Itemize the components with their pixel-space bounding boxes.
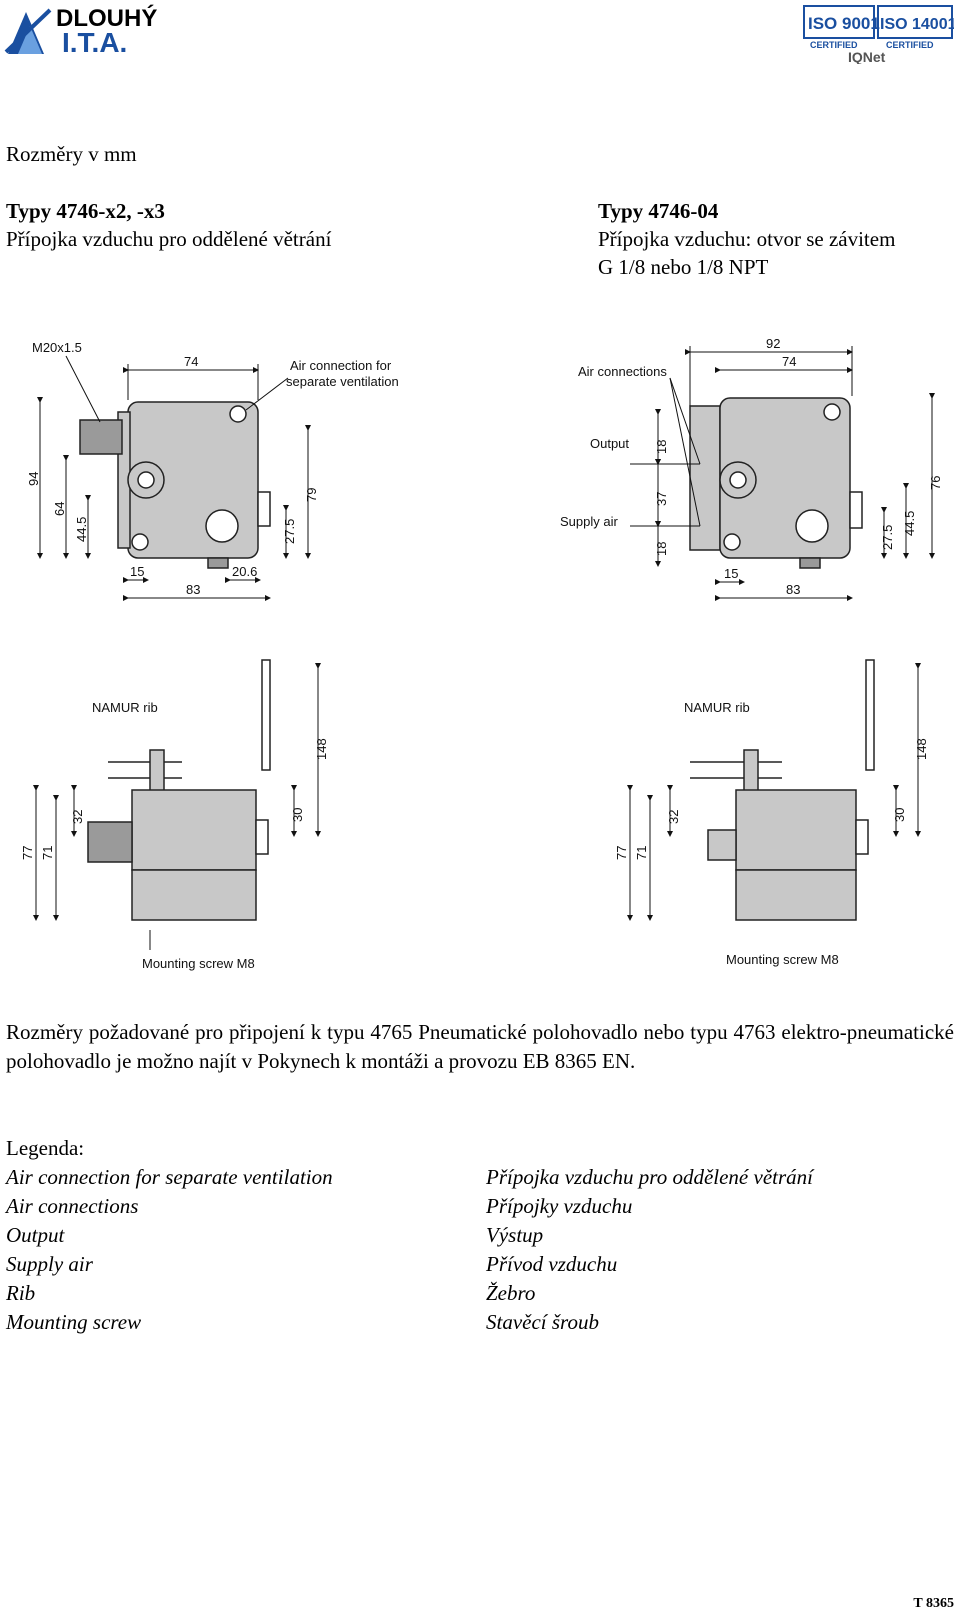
front-view-left-labels: M20x1.5 Air connection for separate vent… — [26, 340, 399, 597]
svg-text:NAMUR rib: NAMUR rib — [684, 700, 750, 715]
svg-text:20.6: 20.6 — [232, 564, 257, 579]
logo-name: DLOUHÝ — [56, 4, 157, 32]
svg-text:IQNet: IQNet — [848, 49, 886, 64]
legend-english: Air connection for separate ventilation … — [6, 1163, 333, 1337]
front-view-right-dimensions — [630, 346, 935, 601]
svg-text:77: 77 — [614, 846, 629, 860]
svg-text:18: 18 — [654, 440, 669, 454]
svg-text:71: 71 — [634, 846, 649, 860]
svg-text:83: 83 — [186, 582, 200, 597]
svg-text:Mounting screw M8: Mounting screw M8 — [726, 952, 839, 967]
svg-text:92: 92 — [766, 336, 780, 351]
svg-text:CERTIFIED: CERTIFIED — [810, 40, 858, 50]
right-type-subtitle-2: G 1/8 nebo 1/8 NPT — [598, 255, 769, 279]
right-type-subtitle-1: Přípojka vzduchu: otvor se závitem — [598, 227, 896, 251]
legend-cz-item: Přípojky vzduchu — [486, 1194, 633, 1218]
side-view-left — [87, 659, 271, 921]
svg-text:76: 76 — [928, 476, 943, 490]
svg-text:Output: Output — [590, 436, 629, 451]
legend-cz-item: Stavěcí šroub — [486, 1310, 599, 1334]
svg-text:27.5: 27.5 — [282, 519, 297, 544]
svg-text:148: 148 — [914, 738, 929, 760]
svg-text:74: 74 — [782, 354, 796, 369]
legend-en-item: Air connections — [6, 1194, 139, 1218]
svg-text:M20x1.5: M20x1.5 — [32, 340, 82, 355]
left-type-subtitle: Přípojka vzduchu pro oddělené větrání — [6, 227, 332, 251]
svg-text:79: 79 — [304, 488, 319, 502]
svg-text:94: 94 — [26, 472, 41, 486]
legend-en-item: Supply air — [6, 1252, 93, 1276]
front-view-right-labels: Air connections Output Supply air 92 74 … — [560, 336, 943, 597]
legend-cz-item: Výstup — [486, 1223, 544, 1247]
logo-ita: I.T.A. — [62, 27, 127, 58]
svg-text:32: 32 — [666, 810, 681, 824]
connection-note: Rozměry požadované pro připojení k typu … — [6, 1020, 954, 1073]
front-view-left — [79, 401, 271, 569]
svg-text:Supply air: Supply air — [560, 514, 618, 529]
svg-text:Air connection for: Air connection for — [290, 358, 392, 373]
svg-text:64: 64 — [52, 502, 67, 516]
legend-czech: Přípojka vzduchu pro oddělené větrání Př… — [486, 1163, 813, 1337]
side-view-right — [690, 659, 875, 921]
svg-text:27.5: 27.5 — [880, 525, 895, 550]
svg-text:74: 74 — [184, 354, 198, 369]
legend-en-item: Air connection for separate ventilation — [6, 1165, 333, 1189]
svg-text:CERTIFIED: CERTIFIED — [886, 40, 934, 50]
svg-text:18: 18 — [654, 542, 669, 556]
svg-text:77: 77 — [20, 846, 35, 860]
svg-text:15: 15 — [724, 566, 738, 581]
svg-text:15: 15 — [130, 564, 144, 579]
legend-en-item: Mounting screw — [6, 1310, 142, 1334]
svg-text:NAMUR rib: NAMUR rib — [92, 700, 158, 715]
svg-text:ISO 9001: ISO 9001 — [808, 14, 880, 33]
dimension-drawings: M20x1.5 Air connection for separate vent… — [0, 330, 960, 1010]
units-note: Rozměry v mm — [6, 142, 137, 166]
left-type-title: Typy 4746-x2, -x3 — [6, 199, 165, 223]
svg-text:Mounting screw M8: Mounting screw M8 — [142, 956, 255, 971]
svg-text:44.5: 44.5 — [902, 511, 917, 536]
side-view-left-dimensions — [33, 663, 321, 950]
svg-text:148: 148 — [314, 738, 329, 760]
svg-text:Air connections: Air connections — [578, 364, 667, 379]
svg-text:44.5: 44.5 — [74, 517, 89, 542]
document-code: T 8365 — [913, 1596, 954, 1611]
front-view-left-dimensions — [37, 355, 311, 601]
front-view-right — [689, 397, 863, 569]
legend-en-item: Rib — [6, 1281, 36, 1305]
legend-cz-item: Žebro — [486, 1281, 536, 1305]
side-view-right-dimensions — [627, 663, 921, 921]
svg-text:83: 83 — [786, 582, 800, 597]
legend-heading: Legenda: — [6, 1136, 85, 1160]
side-view-right-labels: NAMUR rib 148 30 32 77 71 Mounting screw… — [614, 700, 929, 967]
side-view-left-labels: NAMUR rib 148 30 32 77 71 Mounting screw… — [20, 700, 329, 971]
legend-cz-item: Přípojka vzduchu pro oddělené větrání — [486, 1165, 813, 1189]
svg-text:30: 30 — [892, 808, 907, 822]
company-logo: DLOUHÝ I.T.A. — [4, 2, 204, 62]
certification-logo: ISO 9001 ISO 14001 CERTIFIED CERTIFIED I… — [802, 2, 957, 65]
svg-text:ISO 14001: ISO 14001 — [880, 16, 954, 33]
svg-text:37: 37 — [654, 492, 669, 506]
svg-text:32: 32 — [70, 810, 85, 824]
right-type-title: Typy 4746-04 — [598, 199, 719, 223]
svg-text:separate ventilation: separate ventilation — [286, 374, 399, 389]
legend-en-item: Output — [6, 1223, 65, 1247]
legend-cz-item: Přívod vzduchu — [486, 1252, 618, 1276]
svg-text:71: 71 — [40, 846, 55, 860]
svg-text:30: 30 — [290, 808, 305, 822]
